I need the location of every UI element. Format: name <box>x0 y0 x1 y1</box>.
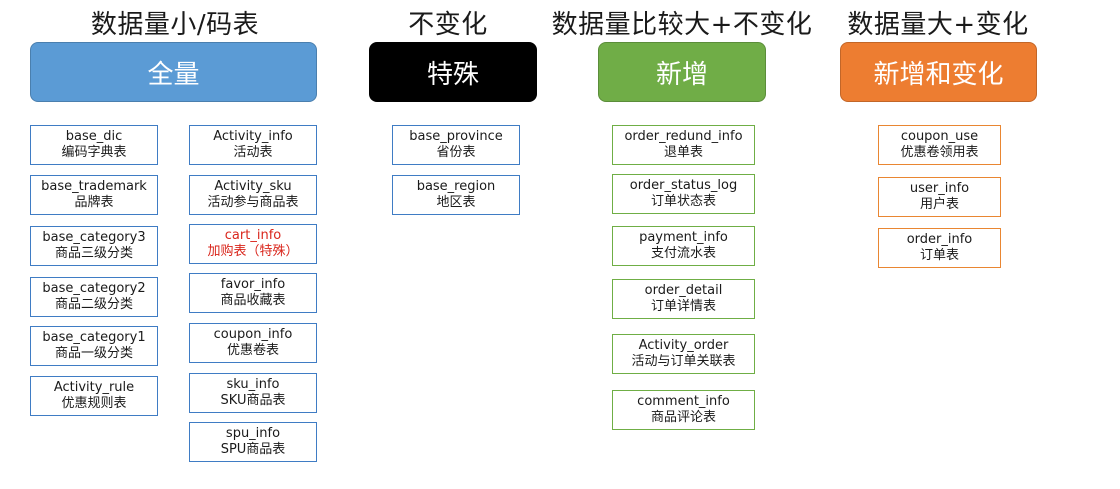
strategy-special-label: 特殊 <box>426 59 479 90</box>
strategy-special: 特殊 <box>369 42 537 102</box>
strategy-incremental: 新增 <box>598 42 766 102</box>
strategy-incremental-label: 新增 <box>655 59 708 90</box>
strategy-new-and-changed: 新增和变化 <box>840 42 1037 102</box>
heading-incremental: 数据量比较大+不变化 <box>551 10 813 40</box>
heading-special: 不变化 <box>408 10 488 40</box>
heading-full: 数据量小/码表 <box>90 10 260 40</box>
heading-new-and-changed: 数据量大+变化 <box>847 10 1029 40</box>
strategy-full-label: 全量 <box>147 59 200 90</box>
strategy-new-and-changed-label: 新增和变化 <box>873 59 1004 90</box>
strategy-full: 全量 <box>30 42 317 102</box>
